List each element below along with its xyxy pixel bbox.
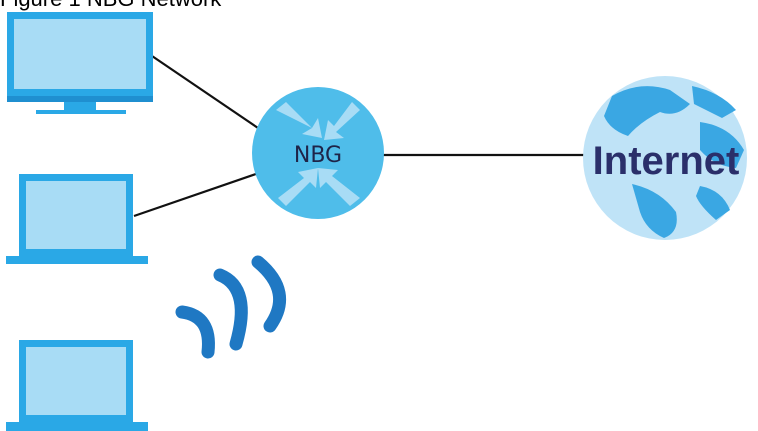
- link-desktop-router: [151, 55, 259, 129]
- globe-icon: Internet: [583, 76, 747, 240]
- router-arrows-icon: [276, 102, 360, 206]
- wifi-waves-icon: [175, 255, 286, 359]
- laptop-icon: [6, 174, 148, 264]
- laptop-icon: [6, 340, 148, 431]
- router-label: NBG: [294, 143, 342, 168]
- router-icon: NBG: [252, 87, 384, 219]
- desktop-monitor-icon: [7, 12, 153, 114]
- link-laptop-router: [133, 172, 257, 218]
- figure-caption: Figure 1 NBG Network: [0, 0, 221, 12]
- internet-label: Internet: [593, 139, 740, 183]
